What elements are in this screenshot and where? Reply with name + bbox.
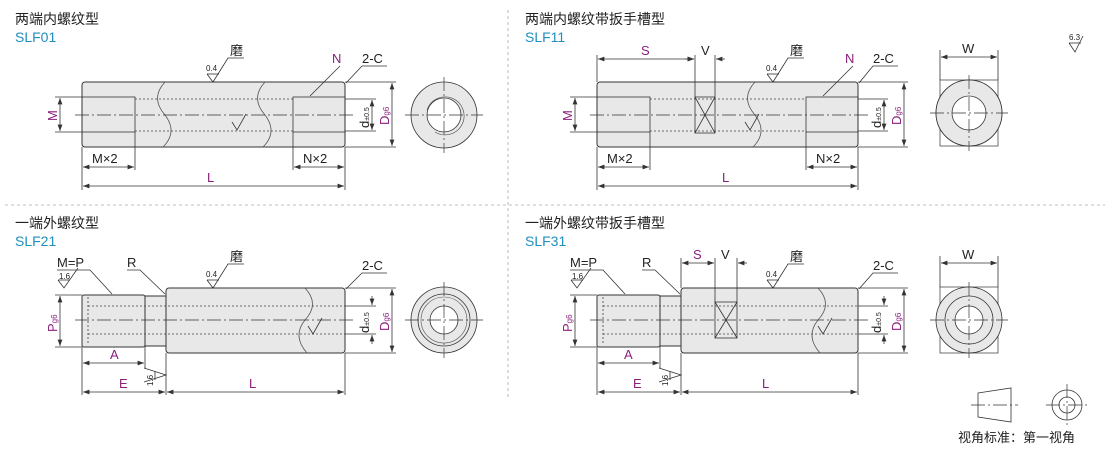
svg-text:M×2: M×2 — [607, 151, 633, 166]
svg-text:1.6: 1.6 — [146, 374, 155, 386]
svg-text:d±0.5: d±0.5 — [357, 312, 372, 333]
view-standard-label: 视角标准：第一视角 — [958, 430, 1075, 445]
svg-text:N×2: N×2 — [816, 151, 840, 166]
svg-text:N: N — [332, 51, 341, 66]
panel-title: 一端外螺纹带扳手槽型 — [525, 215, 665, 231]
wrench-flat — [714, 301, 738, 339]
svg-text:Dg6: Dg6 — [377, 106, 392, 125]
svg-text:L: L — [722, 170, 729, 185]
svg-text:E: E — [633, 376, 642, 391]
svg-text:N×2: N×2 — [303, 151, 327, 166]
svg-text:1.6: 1.6 — [661, 374, 670, 386]
svg-text:R: R — [127, 255, 136, 270]
svg-text:0.4: 0.4 — [206, 64, 218, 73]
svg-text:W: W — [962, 41, 975, 56]
svg-text:1.6: 1.6 — [572, 272, 584, 281]
panel-title: 一端外螺纹型 — [15, 215, 99, 231]
svg-text:A: A — [624, 347, 633, 362]
svg-text:W: W — [962, 247, 975, 262]
panel-title: 两端内螺纹型 — [15, 11, 99, 27]
svg-text:2-C: 2-C — [873, 51, 894, 66]
svg-text:0.4: 0.4 — [766, 270, 778, 279]
svg-text:M: M — [45, 110, 60, 121]
svg-text:Pg6: Pg6 — [45, 314, 60, 332]
svg-text:A: A — [110, 347, 119, 362]
part-view-slf11: S V 0.4 磨 N 2-C M d±0.5 Dg6 M×2 N×2 L W — [560, 41, 1008, 190]
svg-text:V: V — [701, 43, 710, 58]
svg-text:磨: 磨 — [230, 249, 243, 264]
model-code: SLF01 — [15, 29, 56, 45]
svg-text:d±0.5: d±0.5 — [869, 107, 884, 128]
part-view-slf01: 0.4 磨 N 2-C M d±0.5 Dg6 M×2 N×2 L — [45, 43, 483, 190]
panel-slf11: 两端内螺纹带扳手槽型 SLF11 — [525, 11, 665, 45]
svg-text:M=P: M=P — [57, 255, 84, 270]
panel-slf31: 一端外螺纹带扳手槽型 SLF31 — [525, 215, 665, 249]
svg-text:E: E — [119, 376, 128, 391]
svg-text:0.4: 0.4 — [766, 64, 778, 73]
svg-text:Dg6: Dg6 — [889, 106, 904, 125]
svg-text:1.6: 1.6 — [59, 272, 71, 281]
part-view-slf21: M=P 1.6 R 0.4 磨 2-C Pg6 d±0.5 Dg6 A E L … — [45, 249, 483, 395]
panel-slf01: 两端内螺纹型 SLF01 — [15, 11, 99, 45]
svg-text:L: L — [762, 376, 769, 391]
svg-text:d±0.5: d±0.5 — [357, 107, 372, 128]
svg-text:S: S — [641, 43, 650, 58]
svg-text:磨: 磨 — [790, 43, 803, 58]
svg-text:2-C: 2-C — [362, 258, 383, 273]
svg-text:6.3: 6.3 — [1069, 33, 1081, 42]
first-angle-projection-symbol: 视角标准：第一视角 — [958, 384, 1088, 445]
svg-text:Dg6: Dg6 — [377, 312, 392, 331]
svg-text:0.4: 0.4 — [206, 270, 218, 279]
part-view-slf31: M=P 1.6 R S V 0.4 磨 2-C Pg6 d±0.5 Dg6 A … — [560, 247, 1008, 395]
svg-text:Pg6: Pg6 — [560, 314, 575, 332]
svg-text:M: M — [560, 110, 575, 121]
panel-title: 两端内螺纹带扳手槽型 — [525, 11, 665, 27]
svg-text:2-C: 2-C — [362, 51, 383, 66]
svg-text:M×2: M×2 — [92, 151, 118, 166]
model-code: SLF11 — [525, 29, 565, 45]
grind-label: 磨 — [230, 43, 243, 58]
model-code: SLF21 — [15, 233, 56, 249]
model-code: SLF31 — [525, 233, 566, 249]
svg-text:N: N — [845, 51, 854, 66]
svg-text:R: R — [642, 255, 651, 270]
svg-text:2-C: 2-C — [873, 258, 894, 273]
svg-text:M=P: M=P — [570, 255, 597, 270]
svg-text:V: V — [721, 247, 730, 262]
svg-text:L: L — [249, 376, 256, 391]
svg-text:S: S — [693, 247, 702, 262]
svg-text:Dg6: Dg6 — [889, 312, 904, 331]
svg-text:d±0.5: d±0.5 — [869, 312, 884, 333]
svg-text:磨: 磨 — [790, 249, 803, 264]
panel-slf21: 一端外螺纹型 SLF21 — [15, 215, 99, 249]
svg-text:L: L — [207, 170, 214, 185]
roughness-symbol-general: 6.3 — [1068, 33, 1084, 53]
